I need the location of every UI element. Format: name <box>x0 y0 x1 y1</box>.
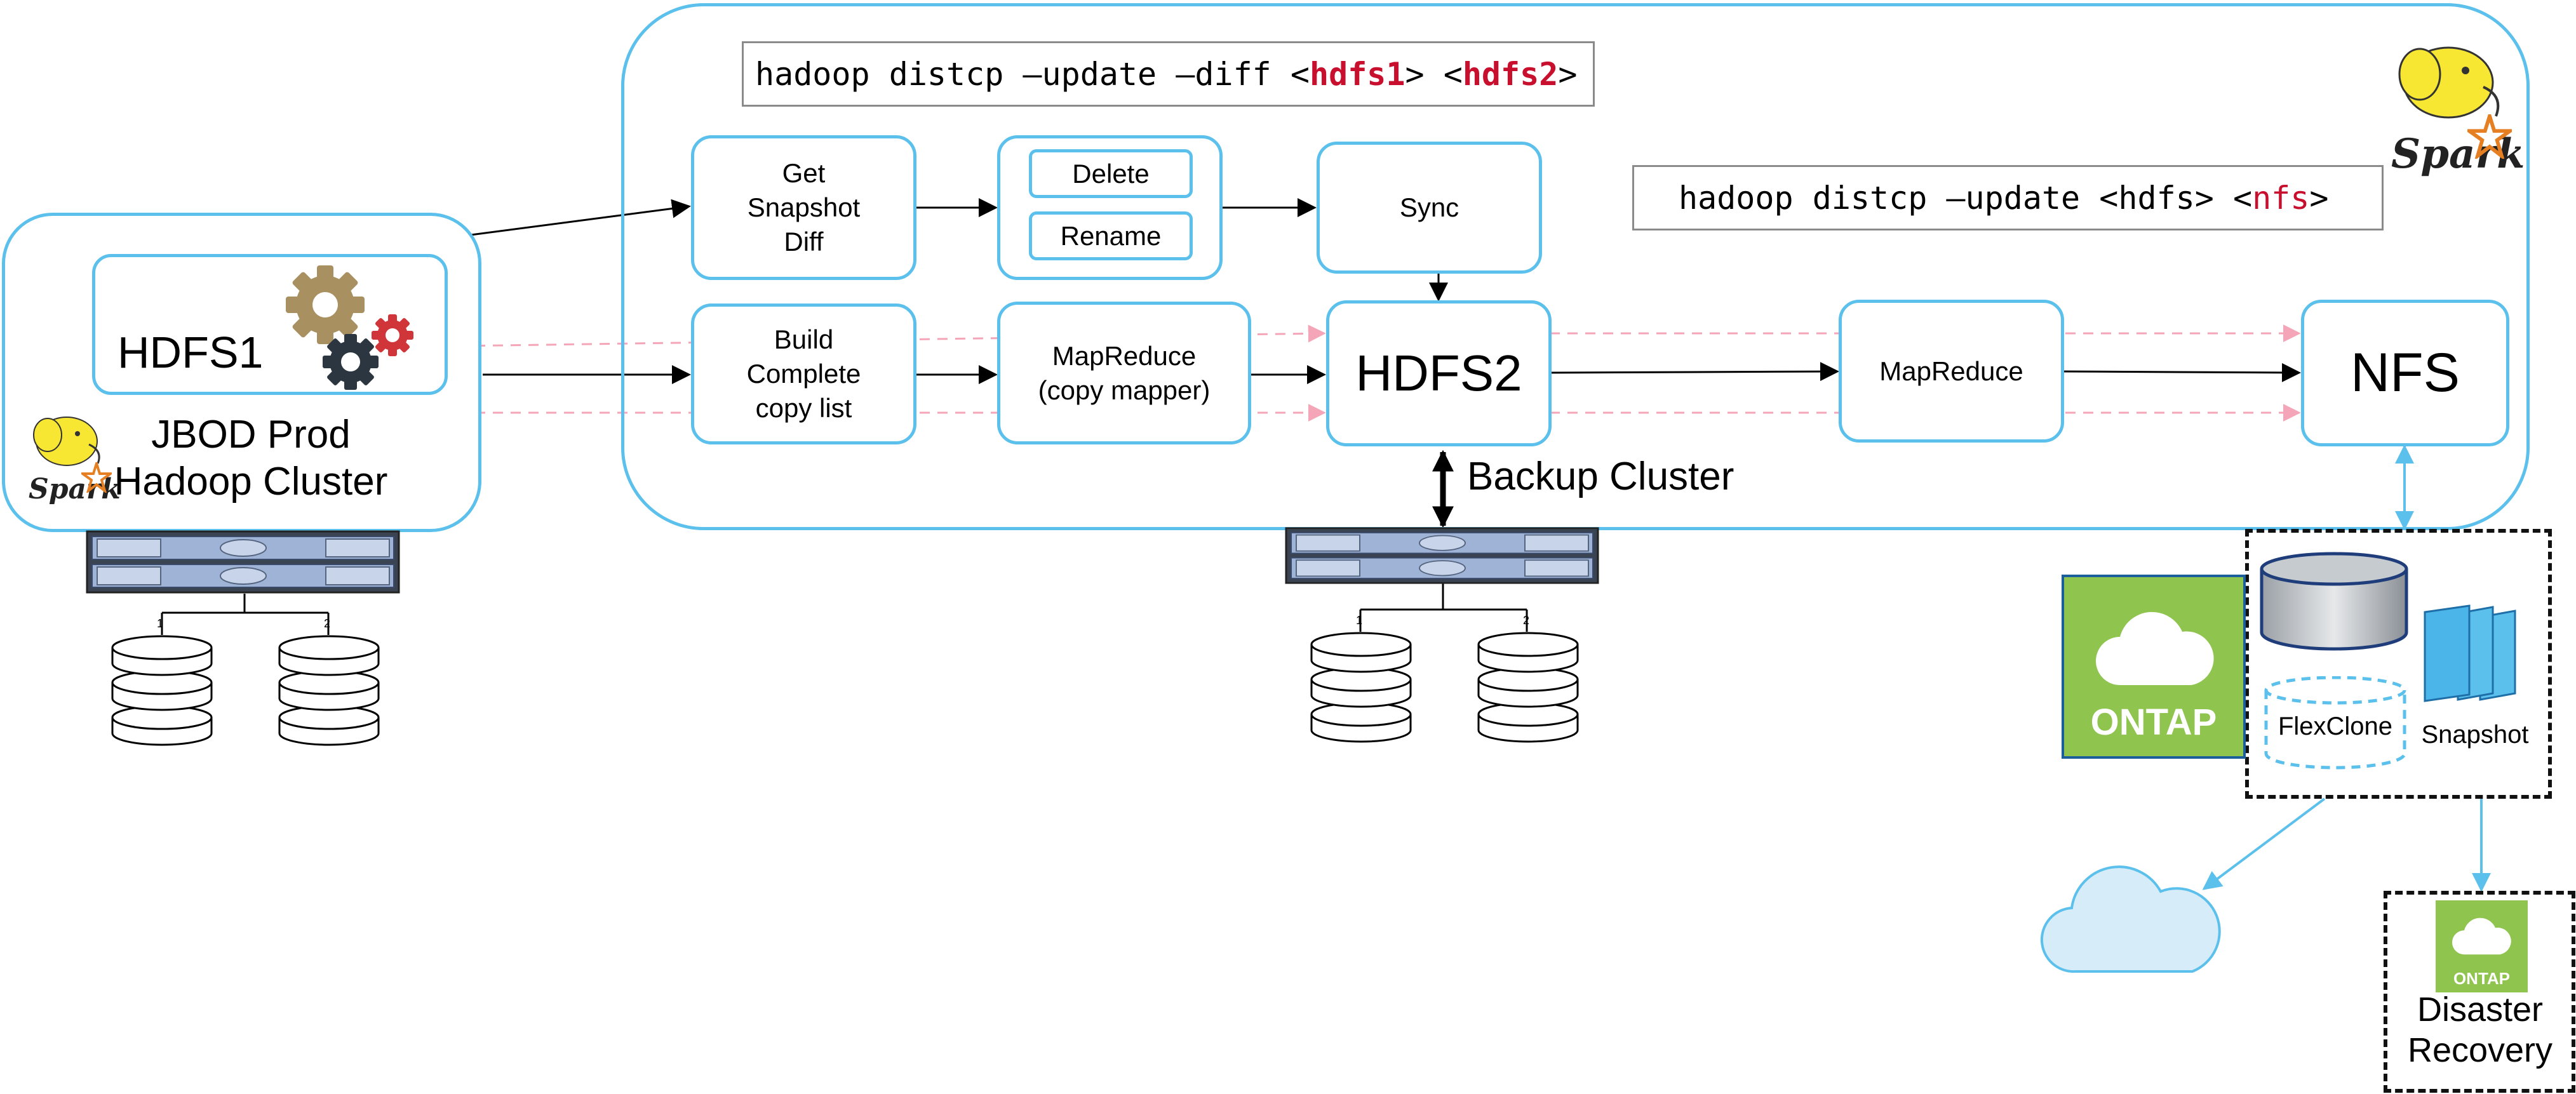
delete-label: Delete <box>1072 158 1150 189</box>
disk-label-2-backup: 2 <box>1523 614 1530 627</box>
mapreduce-copy-mapper-label: MapReduce (copy mapper) <box>1038 340 1211 405</box>
cloud-icon-small <box>2452 917 2511 955</box>
hdfs1-label: HDFS1 <box>117 328 264 377</box>
flexclone-label: FlexClone <box>2277 712 2393 740</box>
disk-stack-icon <box>111 635 213 746</box>
delete-step-box: Delete <box>1029 149 1193 198</box>
distcp-nfs-command: hadoop distcp –update <hdfs> <nfs> <box>1632 165 2384 230</box>
spark-star-icon <box>81 462 112 493</box>
build-copy-list-label: Build Complete copy list <box>746 324 861 423</box>
gears-icon <box>286 265 413 390</box>
server-rack-icon <box>86 530 400 594</box>
rename-step-box: Rename <box>1029 211 1193 260</box>
snapshot-label: Snapshot <box>2421 721 2529 749</box>
ontap-storage-group <box>2245 529 2552 799</box>
disk-label-1: 1 <box>157 617 164 630</box>
prod-cluster-label: JBOD Prod Hadoop Cluster <box>114 413 388 504</box>
disk-label-2: 2 <box>324 617 331 630</box>
hadoop-elephant-icon <box>33 417 100 466</box>
disaster-recovery-group <box>2384 891 2575 1093</box>
get-snapshot-diff-label: Get Snapshot Diff <box>747 158 861 257</box>
sync-label: Sync <box>1399 192 1459 222</box>
disk-stack-icon <box>1477 632 1579 743</box>
nfs-box: NFS <box>2301 300 2509 446</box>
spark-star-icon-large <box>2467 114 2512 159</box>
volume-icon <box>2260 552 2408 651</box>
snapshot-icon <box>2424 604 2516 702</box>
server-rack-icon-backup <box>1285 527 1599 584</box>
mapreduce-copy-mapper-box: MapReduce (copy mapper) <box>997 302 1251 444</box>
disk-stack-icon <box>1310 632 1412 743</box>
hadoop-elephant-icon-large <box>2398 46 2500 119</box>
mapreduce-label: MapReduce <box>1879 356 2023 386</box>
backup-cluster-label: Backup Cluster <box>1467 455 1734 498</box>
nfs-label: NFS <box>2351 342 2460 403</box>
sync-box: Sync <box>1317 142 1542 274</box>
hdfs2-label: HDFS2 <box>1355 345 1522 401</box>
disaster-recovery-label: Disaster Recovery <box>2407 991 2553 1069</box>
disk-label-1-backup: 1 <box>1356 614 1363 627</box>
ontap-label: ONTAP <box>2090 702 2217 743</box>
disk-stack-icon <box>278 635 380 746</box>
flexclone-icon <box>2264 676 2406 770</box>
ontap-tile: ONTAP <box>2062 575 2246 759</box>
ontap-tile-small: ONTAP <box>2436 900 2528 992</box>
ontap-small-label: ONTAP <box>2453 969 2511 988</box>
get-snapshot-diff-box: Get Snapshot Diff <box>691 135 916 280</box>
build-copy-list-box: Build Complete copy list <box>691 304 916 444</box>
cloud-icon-target <box>2040 865 2221 973</box>
hdfs2-box: HDFS2 <box>1326 300 1552 446</box>
mapreduce-box: MapReduce <box>1839 300 2064 443</box>
gear-large <box>286 265 365 344</box>
distcp-diff-command: hadoop distcp –update –diff <hdfs1> <hdf… <box>742 41 1595 107</box>
rename-label: Rename <box>1060 220 1162 251</box>
cloud-icon <box>2096 611 2214 685</box>
